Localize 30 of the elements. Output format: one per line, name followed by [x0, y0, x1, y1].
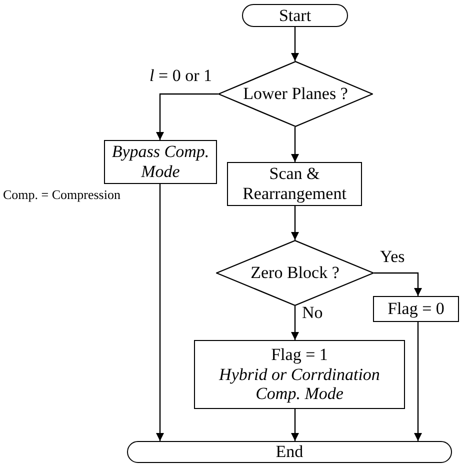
process-box — [104, 140, 217, 184]
arrow — [291, 27, 299, 61]
edge-label: l = 0 or 1 — [148, 67, 212, 84]
arrow — [414, 322, 422, 441]
terminator-pill — [242, 4, 348, 27]
edge-label: Yes — [380, 248, 405, 265]
terminator-pill — [127, 441, 452, 463]
arrow — [156, 184, 164, 441]
decision-diamond — [216, 240, 374, 306]
arrow — [156, 93, 218, 140]
node-text: Hybrid or Corrdination Comp. Mode — [218, 364, 381, 404]
node-text: Start — [278, 6, 312, 26]
arrow — [291, 306, 299, 340]
note-text: Comp. = Compression — [3, 188, 120, 201]
node-text: Scan & Rearrangement — [242, 164, 348, 204]
process-box — [194, 340, 405, 409]
node-text: Flag = 0 — [386, 299, 446, 319]
process-box — [227, 162, 362, 206]
arrow — [291, 206, 299, 240]
node-text: Zero Block ? — [250, 263, 340, 283]
process-box — [373, 296, 459, 322]
arrow — [374, 272, 422, 296]
node-text: Bypass Comp. Mode — [110, 142, 210, 182]
arrow — [291, 409, 299, 441]
node-text: Lower Planes ? — [242, 84, 349, 104]
node-text: End — [274, 442, 304, 462]
edge-label: No — [302, 304, 323, 321]
decision-diamond — [218, 61, 373, 127]
node-text: Flag = 1 — [270, 345, 329, 365]
arrow — [291, 127, 299, 162]
